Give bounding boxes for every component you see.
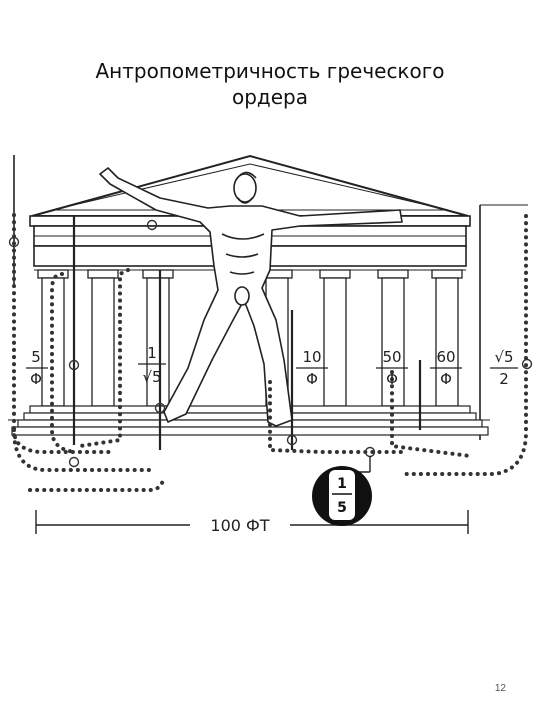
svg-text:1: 1: [337, 476, 347, 492]
ratio-badge: 1 5: [312, 466, 372, 526]
svg-text:60: 60: [436, 348, 455, 366]
temple-steps: [11, 405, 489, 436]
ratio-sqrt5-2: √5 2: [490, 348, 518, 388]
svg-text:Φ: Φ: [30, 370, 42, 388]
svg-text:2: 2: [499, 370, 509, 388]
svg-text:√5: √5: [142, 368, 161, 386]
ratio-10-phi: 10 Φ: [296, 348, 328, 388]
svg-text:Φ: Φ: [440, 370, 452, 388]
svg-text:1: 1: [147, 344, 157, 362]
proportion-diagram: 5 Φ 1 √5 10 Φ 50 Φ 60 Φ √5 2: [8, 154, 533, 536]
svg-text:50: 50: [382, 348, 401, 366]
title-line-1: Антропометричность греческого: [95, 59, 445, 83]
svg-text:Φ: Φ: [386, 370, 398, 388]
title-line-2: ордера: [231, 85, 308, 109]
svg-text:10: 10: [302, 348, 321, 366]
svg-text:5: 5: [31, 348, 41, 366]
ratio-60-phi: 60 Φ: [430, 348, 462, 388]
human-figure: [99, 167, 403, 427]
page-number: 12: [494, 683, 506, 694]
dotted-chain-right: [398, 214, 528, 476]
svg-text:√5: √5: [494, 348, 513, 366]
ratio-1-sqrt5: 1 √5: [138, 344, 166, 386]
slide-title: Антропометричность греческого ордера: [0, 58, 540, 110]
svg-text:Φ: Φ: [306, 370, 318, 388]
ratio-5-phi: 5 Φ: [26, 348, 48, 388]
ratio-50-phi: 50 Φ: [376, 348, 408, 388]
svg-text:5: 5: [337, 500, 347, 516]
dotted-chain-left: [12, 213, 152, 472]
scale-label: 100 ФТ: [210, 516, 269, 535]
